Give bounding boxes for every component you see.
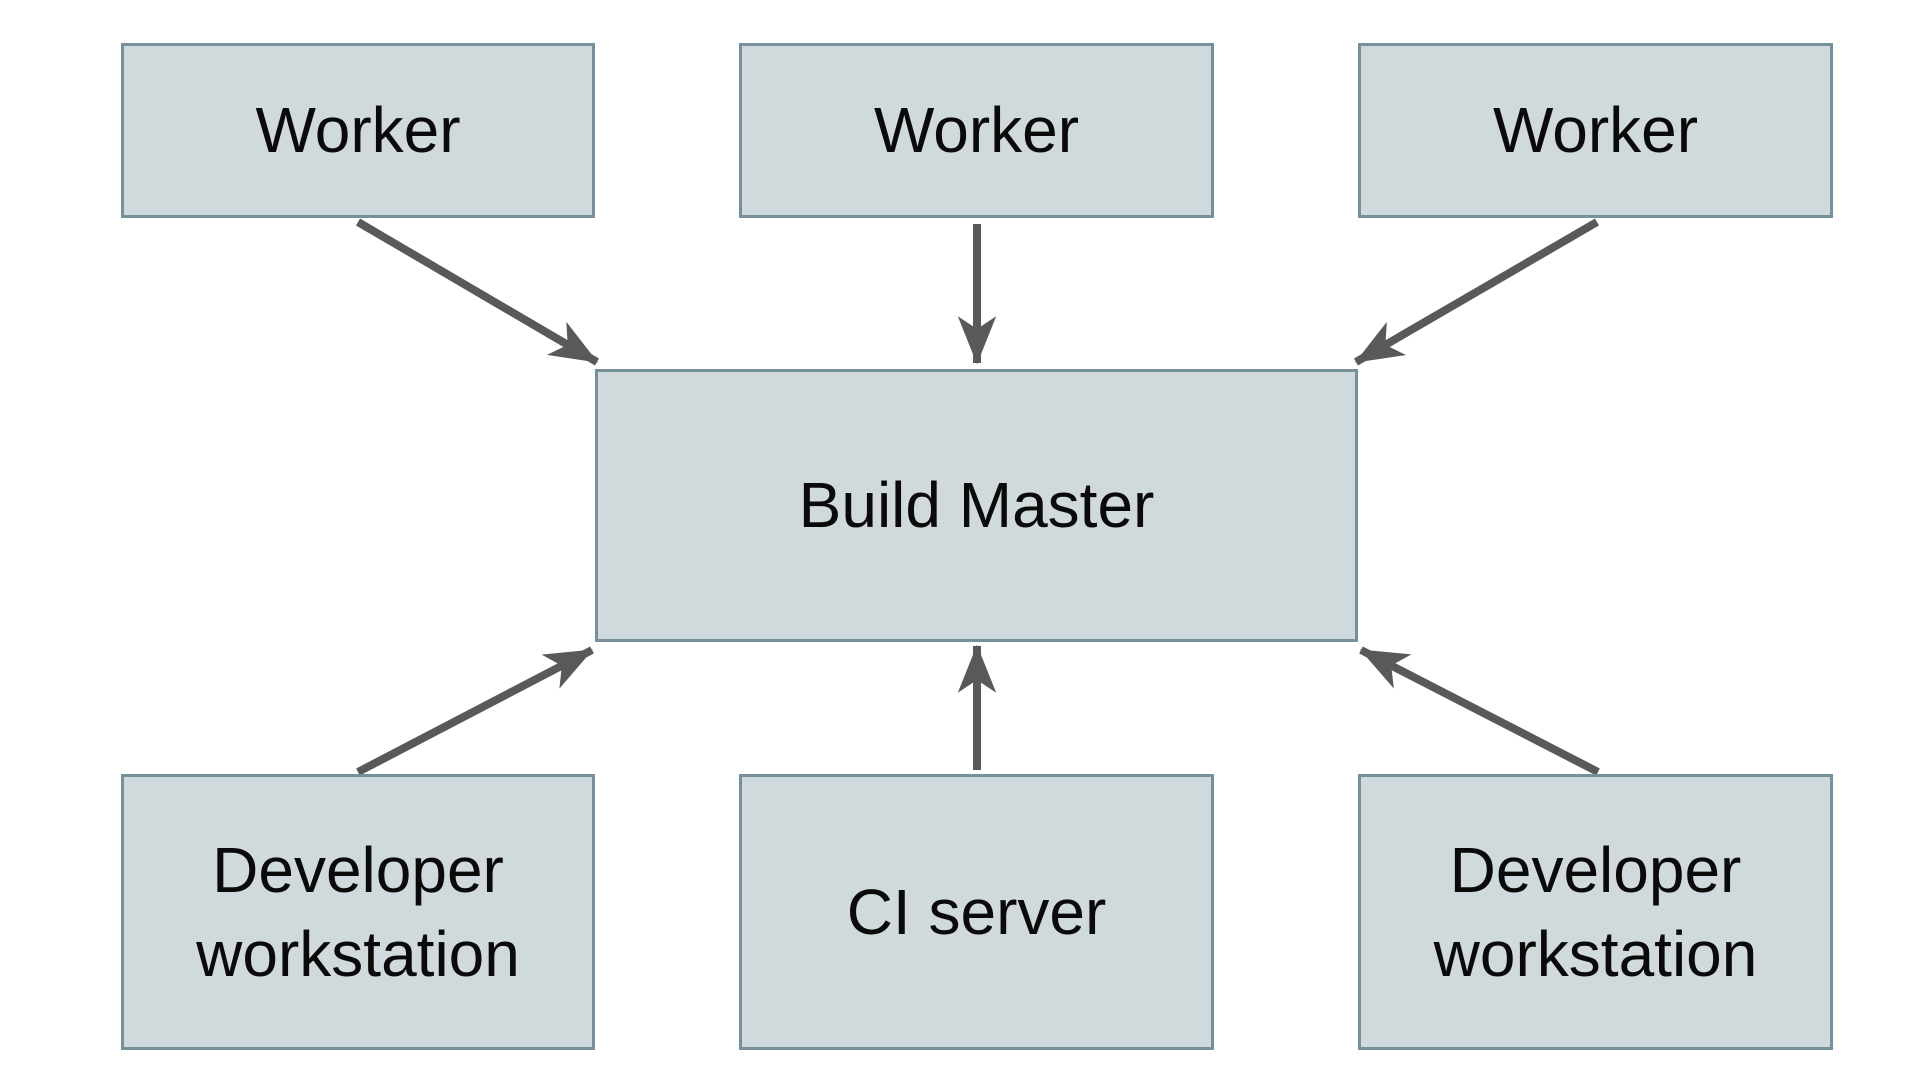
node-label-developer-workstation-left: Developer workstation	[196, 833, 520, 990]
edge-developer-workstation-left-to-build-master	[356, 646, 594, 776]
edge-developer-workstation-right-to-build-master	[1359, 646, 1600, 776]
node-build-master: Build Master	[595, 369, 1358, 642]
node-worker-1: Worker	[121, 43, 595, 218]
edge-worker-1-to-build-master	[355, 218, 600, 366]
node-label-build-master: Build Master	[798, 469, 1155, 542]
node-worker-3: Worker	[1358, 43, 1833, 218]
node-worker-2: Worker	[739, 43, 1214, 218]
node-ci-server: CI server	[739, 774, 1214, 1050]
node-developer-workstation-left: Developer workstation	[121, 774, 595, 1050]
node-label-worker-2: Worker	[873, 94, 1080, 167]
edge-worker-3-to-build-master	[1353, 218, 1600, 366]
node-label-ci-server: CI server	[846, 875, 1107, 948]
node-label-worker-1: Worker	[255, 94, 461, 167]
node-developer-workstation-right: Developer workstation	[1358, 774, 1833, 1050]
node-label-worker-3: Worker	[1492, 94, 1699, 167]
node-label-developer-workstation-right: Developer workstation	[1433, 833, 1758, 990]
